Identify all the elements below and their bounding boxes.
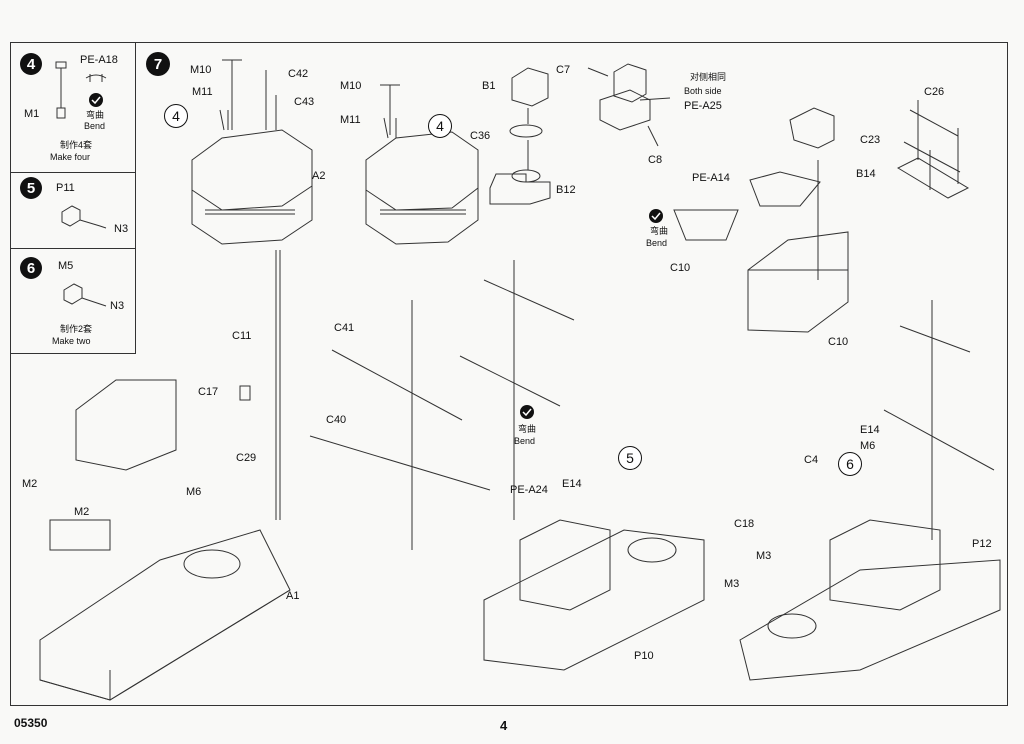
p11-part [61, 205, 107, 229]
m5-part [63, 283, 107, 307]
product-code: 05350 [14, 716, 48, 730]
hull-middle [483, 519, 705, 671]
step-number-5: 5 [20, 177, 42, 199]
label-p11: P11 [56, 182, 75, 194]
label-p10: P10 [634, 650, 654, 662]
callout-4: 4 [164, 104, 188, 128]
label-bend-en: Bend [84, 121, 106, 131]
step-number-6: 6 [20, 257, 42, 279]
hull-right [739, 519, 1001, 681]
label-b14: B14 [856, 168, 876, 180]
label-n3: N3 [110, 300, 125, 312]
label-m6: M6 [860, 440, 876, 452]
label-bend-en: Bend [514, 436, 536, 446]
callout-4: 4 [428, 114, 452, 138]
label-c23: C23 [860, 134, 881, 146]
label-b1: B1 [482, 80, 496, 92]
label-bend-en: Bend [646, 238, 668, 248]
label-c8: C8 [648, 154, 663, 166]
label-c4: C4 [804, 454, 819, 466]
label-c10: C10 [828, 336, 849, 348]
page-frame [10, 42, 1008, 706]
label-pe-a18: PE-A18 [80, 54, 118, 66]
callout-5: 5 [618, 446, 642, 470]
label-m3: M3 [756, 550, 772, 562]
mast-right [883, 300, 995, 540]
director-assembly [587, 63, 671, 147]
label-c43: C43 [294, 96, 315, 108]
label-a2: A2 [312, 170, 326, 182]
label-c41: C41 [334, 322, 355, 334]
label-bend-cn: 弯曲 [86, 110, 105, 120]
panel-divider [10, 172, 135, 173]
label-c18: C18 [734, 518, 755, 530]
label-pe-a24: PE-A24 [510, 484, 548, 496]
label-m1: M1 [24, 108, 40, 120]
bend-part [85, 74, 107, 82]
label-make-two-cn: 制作2套 [60, 324, 93, 334]
label-n3: N3 [114, 223, 129, 235]
label-c36: C36 [470, 130, 491, 142]
bridge-assembled [365, 84, 479, 245]
label-m2: M2 [22, 478, 38, 490]
pe-a18-part [55, 61, 67, 119]
label-bend-cn: 弯曲 [518, 424, 537, 434]
label-c7: C7 [556, 64, 571, 76]
label-bend-cn: 弯曲 [650, 226, 669, 236]
label-e14: E14 [562, 478, 582, 490]
label-a1: A1 [286, 590, 300, 602]
hull-a1 [39, 379, 291, 701]
label-m11: M11 [340, 114, 361, 126]
rangefinder-b14 [896, 100, 970, 199]
label-m11: M11 [192, 86, 213, 98]
label-c26: C26 [924, 86, 945, 98]
label-make-four-en: Make four [50, 152, 91, 162]
label-c29: C29 [236, 452, 257, 464]
label-c10: C10 [670, 262, 691, 274]
bend-check-icon [89, 93, 663, 419]
label-m6: M6 [186, 486, 202, 498]
label-p12: P12 [972, 538, 992, 550]
mast-c29 [239, 250, 281, 520]
panel-divider [10, 248, 135, 249]
label-pe-a25: PE-A25 [684, 100, 722, 112]
label-make-two-en: Make two [52, 336, 91, 346]
bridge-a2 [191, 59, 313, 245]
label-c17: C17 [198, 386, 219, 398]
bridge-with-pe-a14 [673, 107, 849, 333]
label-m3: M3 [724, 578, 740, 590]
mast-pe-a24 [459, 260, 575, 520]
label-m5: M5 [58, 260, 74, 272]
label-m10: M10 [190, 64, 212, 76]
label-m2: M2 [74, 506, 90, 518]
page-number: 4 [500, 718, 508, 733]
label-c42: C42 [288, 68, 309, 80]
label-pe-a14: PE-A14 [692, 172, 730, 184]
label-both-side-en: Both side [684, 86, 722, 96]
step-number-4: 4 [20, 53, 42, 75]
funnel-b1-b12 [489, 67, 551, 205]
label-both-side-cn: 对侧相同 [690, 72, 727, 82]
label-m10: M10 [340, 80, 362, 92]
label-b12: B12 [556, 184, 576, 196]
label-e14: E14 [860, 424, 880, 436]
step-number-7: 7 [146, 52, 170, 76]
callout-6: 6 [838, 452, 862, 476]
label-c11: C11 [232, 330, 252, 342]
mast-c40-c41 [309, 300, 491, 550]
substeps-panel [10, 42, 136, 354]
label-c40: C40 [326, 414, 347, 426]
label-make-four-cn: 制作4套 [60, 140, 93, 150]
